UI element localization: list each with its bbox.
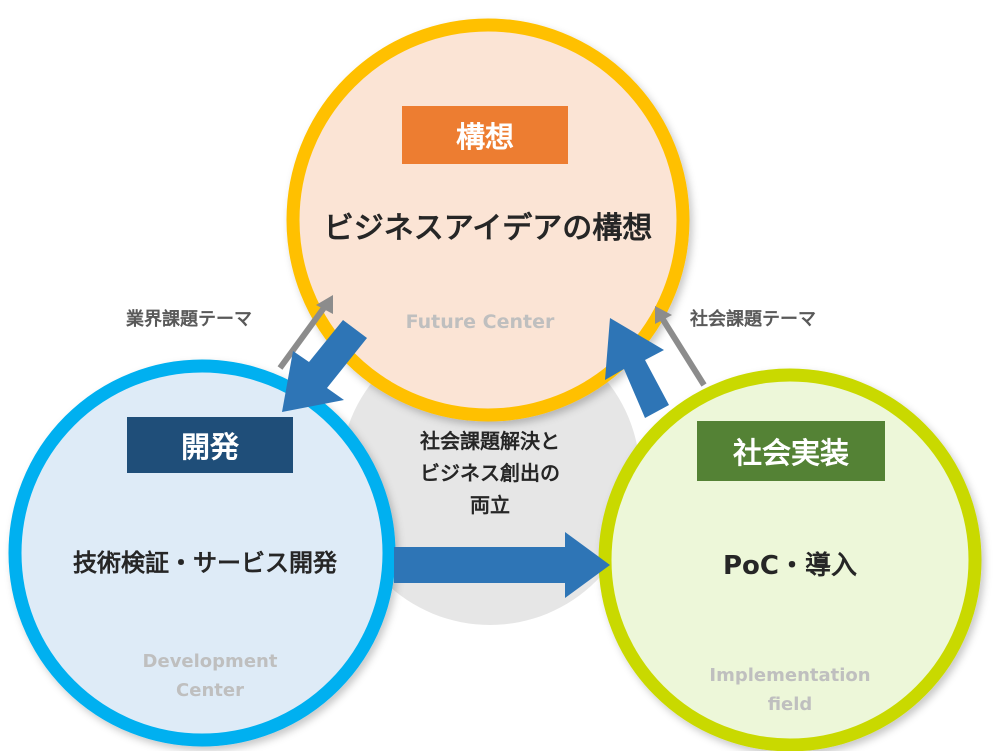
left-node-badge: 開発: [127, 417, 293, 473]
center-text-line2: ビジネス創出の: [420, 461, 560, 485]
left-node-circle: [8, 359, 396, 747]
right-node-badge-label: 社会実装: [732, 436, 849, 470]
center-text-line1: 社会課題解決と: [420, 429, 560, 453]
social-theme-arrow: [655, 306, 707, 387]
top-to-left-arrow: [282, 320, 367, 412]
top-node-circle: [286, 18, 690, 422]
industry-theme-arrow: [277, 295, 333, 370]
left-to-right-arrow: [394, 532, 610, 598]
left-node-sub-text-line2: Center: [176, 680, 244, 701]
right-node-sub-text-line2: field: [767, 694, 813, 715]
left-node-main-text: 技術検証・サービス開発: [73, 549, 337, 577]
right-node-sub-text-line1: Implementation: [709, 665, 871, 686]
left-node-sub-text-line1: Development: [142, 651, 278, 672]
social-theme-label: 社会課題テーマ: [690, 309, 816, 330]
industry-theme-label: 業界課題テーマ: [126, 309, 252, 330]
top-node-badge: 構想: [402, 106, 568, 164]
top-node-sub-text: Future Center: [405, 311, 555, 333]
top-node-main-text: ビジネスアイデアの構想: [323, 211, 653, 246]
right-node-badge: 社会実装: [697, 421, 885, 481]
center-text-line3: 両立: [470, 493, 510, 517]
right-to-top-arrow: [605, 318, 669, 418]
right-node-main-text: PoC・導入: [723, 551, 857, 581]
left-node-badge-label: 開発: [180, 430, 239, 464]
top-node-badge-label: 構想: [455, 120, 514, 154]
